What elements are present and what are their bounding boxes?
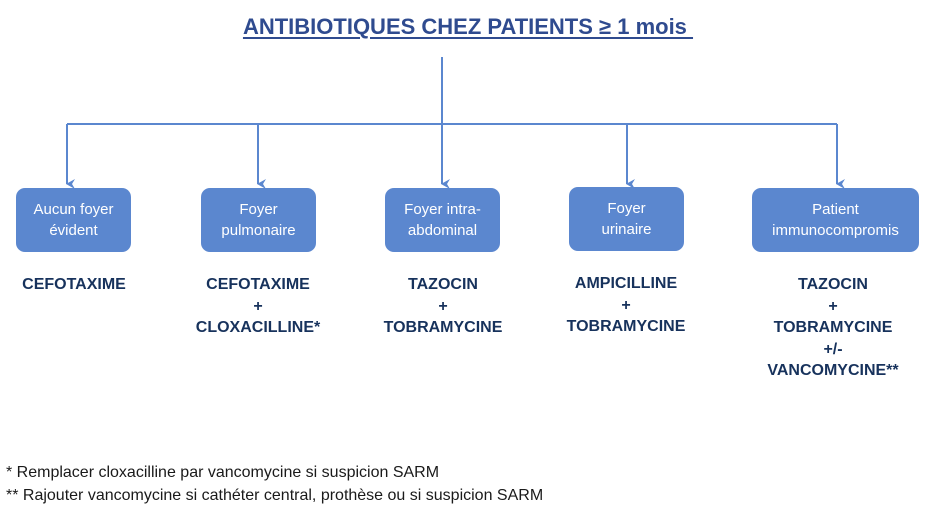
- category-box-foyer-urinaire: Foyer urinaire: [569, 187, 684, 251]
- treatment-line: TOBRAMYCINE: [383, 319, 503, 336]
- treatment-line: +: [438, 297, 448, 315]
- treatment-line: AMPICILLINE: [574, 275, 678, 292]
- treatment-line: TOBRAMYCINE: [566, 318, 686, 335]
- category-box-patient-immunocompromis: Patient immunocompromis: [752, 188, 919, 252]
- category-label-line: évident: [49, 222, 98, 239]
- treatment-line: TAZOCIN: [408, 276, 478, 293]
- category-box-aucun-foyer: Aucun foyer évident: [16, 188, 131, 252]
- treatment-line: TOBRAMYCINE: [773, 319, 893, 336]
- category-box-foyer-intra-abdominal: Foyer intra- abdominal: [385, 188, 500, 252]
- category-box-foyer-pulmonaire: Foyer pulmonaire: [201, 188, 316, 252]
- treatment-line: +: [828, 297, 838, 315]
- treatment-line: CLOXACILLINE*: [195, 319, 321, 336]
- treatment-aucun-foyer: CEFOTAXIME: [0, 274, 184, 296]
- treatment-line: +: [253, 297, 263, 315]
- treatment-patient-immunocompromis: TAZOCIN + TOBRAMYCINE +/- VANCOMYCINE**: [723, 274, 936, 382]
- treatment-foyer-intra-abdominal: TAZOCIN + TOBRAMYCINE: [333, 274, 553, 339]
- treatment-foyer-urinaire: AMPICILLINE + TOBRAMYCINE: [516, 273, 736, 338]
- treatment-line: TAZOCIN: [798, 276, 868, 293]
- category-label-line: urinaire: [601, 221, 652, 238]
- treatment-line: CEFOTAXIME: [22, 276, 126, 293]
- category-label-line: abdominal: [407, 222, 478, 239]
- diagram-title: ANTIBIOTIQUES CHEZ PATIENTS ≥ 1 mois: [242, 14, 694, 39]
- category-label-line: immunocompromis: [772, 222, 899, 239]
- category-label-line: Aucun foyer: [33, 201, 114, 218]
- category-label-line: Patient: [812, 201, 859, 218]
- category-label-line: Foyer: [607, 200, 646, 217]
- category-label-line: pulmonaire: [221, 222, 296, 239]
- footnote-vancomycine: ** Rajouter vancomycine si cathéter cent…: [6, 487, 544, 504]
- treatment-foyer-pulmonaire: CEFOTAXIME + CLOXACILLINE*: [148, 274, 368, 339]
- treatment-line: +/-: [823, 340, 843, 358]
- category-label-line: Foyer: [239, 201, 278, 218]
- treatment-line: VANCOMYCINE**: [767, 362, 899, 379]
- footnote-cloxacilline: * Remplacer cloxacilline par vancomycine…: [6, 464, 440, 481]
- category-label-line: Foyer intra-: [404, 201, 481, 218]
- treatment-line: +: [621, 296, 631, 314]
- treatment-line: CEFOTAXIME: [206, 276, 310, 293]
